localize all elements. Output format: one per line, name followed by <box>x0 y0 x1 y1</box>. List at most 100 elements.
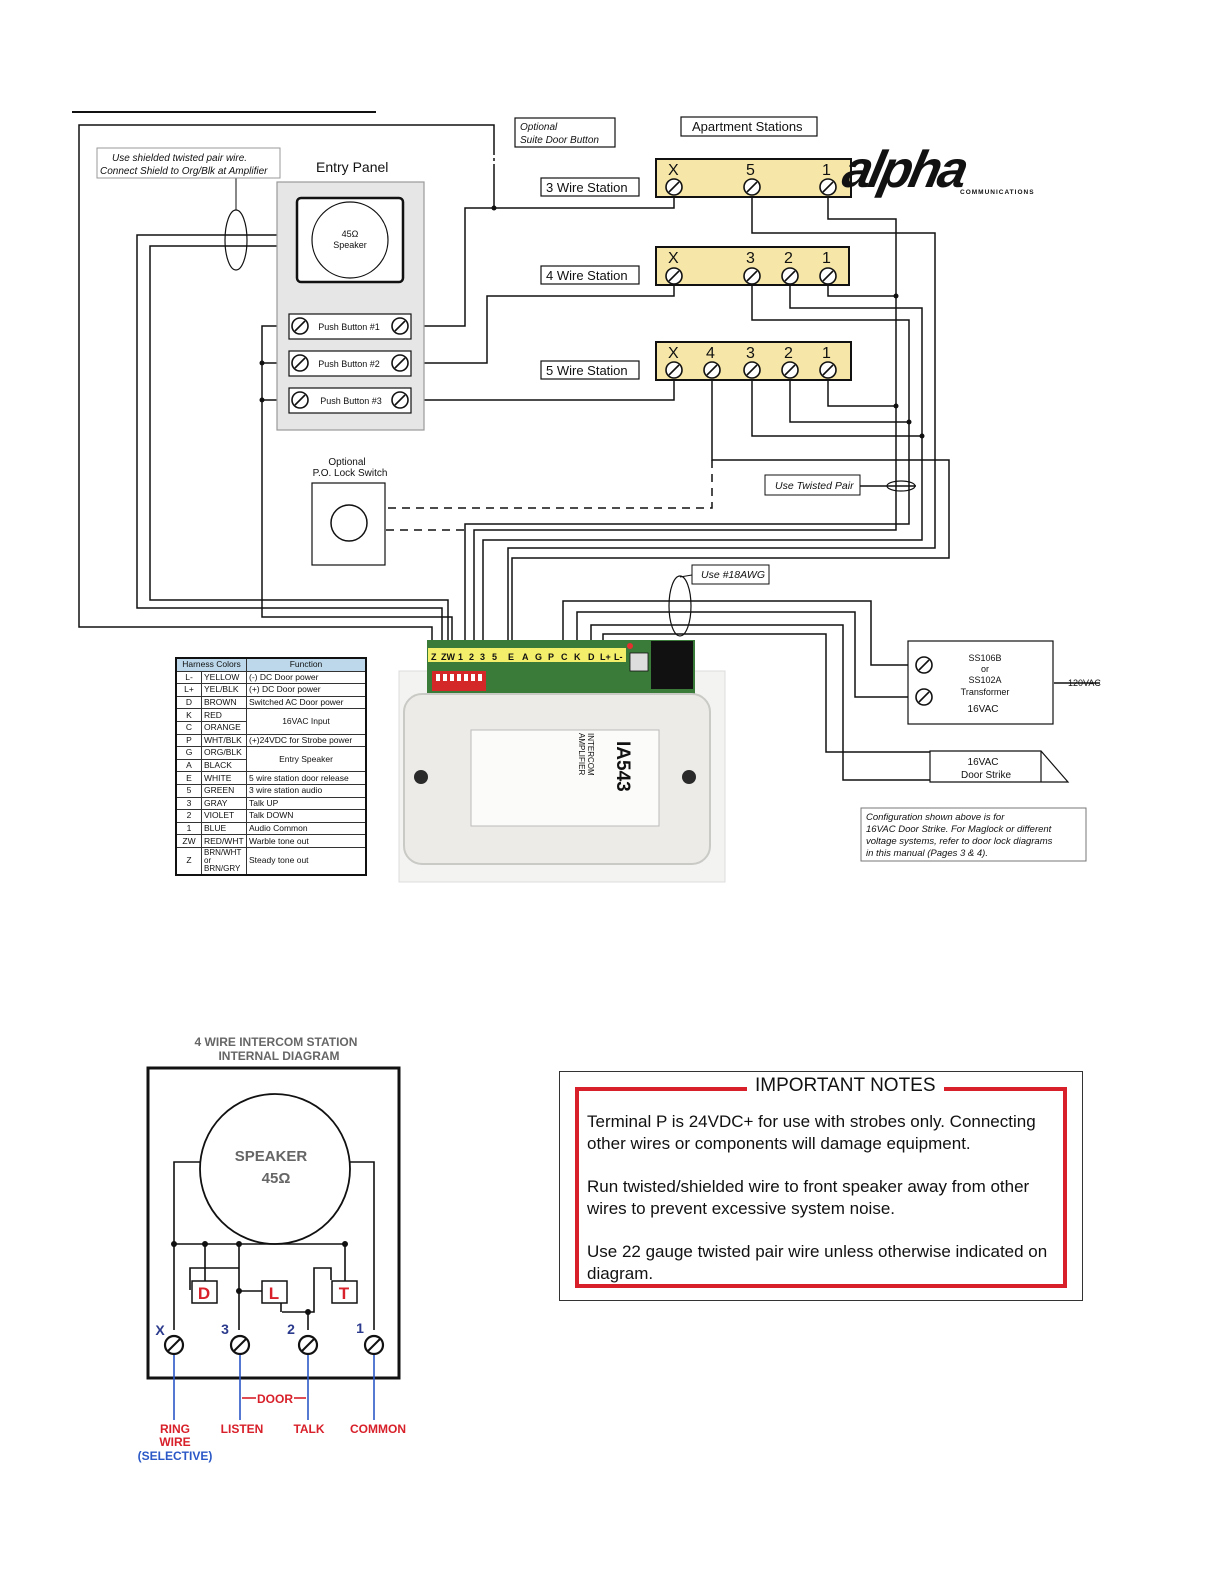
svg-text:120VAC: 120VAC <box>1068 678 1101 688</box>
svg-text:T: T <box>339 1284 350 1303</box>
function-cell: Audio Common <box>246 821 367 836</box>
svg-text:5 Wire Station: 5 Wire Station <box>546 363 628 378</box>
color-cell: WHT/BLK <box>201 733 247 748</box>
svg-text:Push Button #1: Push Button #1 <box>318 322 380 332</box>
svg-text:Optional: Optional <box>520 122 558 133</box>
svg-text:16VAC: 16VAC <box>968 704 999 715</box>
station-internal-diagram: 4 WIRE INTERCOM STATION INTERNAL DIAGRAM… <box>138 1035 406 1463</box>
svg-text:SS102A: SS102A <box>968 675 1001 685</box>
function-cell: Entry Speaker <box>246 746 367 773</box>
push-button-1 <box>288 313 412 340</box>
code-cell: D <box>175 695 202 710</box>
harness-colors-header: Harness Colors <box>175 657 247 672</box>
twisted-pair-marker <box>886 480 916 492</box>
function-cell: (-) DC Door power <box>246 670 367 685</box>
svg-text:X: X <box>668 250 679 267</box>
svg-text:Suite Door Button: Suite Door Button <box>520 135 599 146</box>
shield-bundle-marker <box>224 209 248 271</box>
svg-text:X: X <box>668 345 679 362</box>
svg-text:45Ω: 45Ω <box>262 1170 291 1187</box>
svg-text:Use Twisted Pair: Use Twisted Pair <box>775 480 854 492</box>
svg-text:TALK: TALK <box>293 1422 324 1436</box>
harness-header-row: Harness Colors Function <box>175 657 367 672</box>
apartment-stations-label: Apartment Stations <box>680 116 818 137</box>
svg-text:D: D <box>198 1284 210 1303</box>
svg-text:Speaker: Speaker <box>333 240 367 250</box>
color-cell: BRN/WHT or BRN/GRY <box>201 846 247 876</box>
function-header: Function <box>246 657 367 672</box>
svg-text:P.O. Lock Switch: P.O. Lock Switch <box>313 468 388 479</box>
svg-text:G: G <box>535 652 542 662</box>
svg-text:SPEAKER: SPEAKER <box>235 1148 308 1165</box>
awg18-leader <box>679 574 693 578</box>
svg-text:voltage systems, refer to door: voltage systems, refer to door lock diag… <box>866 836 1053 847</box>
entry-panel: Entry Panel 45Ω Speaker Push Button #1 P… <box>276 159 425 431</box>
svg-text:5: 5 <box>746 162 755 179</box>
color-cell: YEL/BLK <box>201 683 247 697</box>
svg-text:X: X <box>155 1322 165 1338</box>
svg-text:in this manual (Pages 3 & 4).: in this manual (Pages 3 & 4). <box>866 848 988 859</box>
svg-text:3 Wire Station: 3 Wire Station <box>546 180 628 195</box>
svg-text:COMMUNICATIONS: COMMUNICATIONS <box>960 189 1035 196</box>
table-row: L+YEL/BLK(+) DC Door power <box>175 683 367 697</box>
svg-text:45Ω: 45Ω <box>342 229 359 239</box>
svg-text:LISTEN: LISTEN <box>221 1422 264 1436</box>
awg18-bundle-marker <box>668 575 692 637</box>
table-row: L-YELLOW(-) DC Door power <box>175 670 367 685</box>
svg-text:DOOR: DOOR <box>257 1392 293 1406</box>
function-cell: 3 wire station audio <box>246 783 367 798</box>
configuration-note: Configuration shown above is for 16VAC D… <box>860 807 1087 862</box>
svg-text:1: 1 <box>458 652 463 662</box>
svg-text:RING: RING <box>160 1422 190 1436</box>
svg-text:2: 2 <box>287 1321 295 1337</box>
push-button-2 <box>288 350 412 377</box>
svg-text:X: X <box>668 162 679 179</box>
svg-text:3: 3 <box>746 250 755 267</box>
svg-text:Connect Shield to Org/Blk at A: Connect Shield to Org/Blk at Amplifier <box>100 166 268 177</box>
color-cell: BLACK <box>201 758 247 773</box>
optional-suite-button-label: Optional Suite Door Button <box>514 117 616 148</box>
twisted-pair-label: Use Twisted Pair <box>764 474 861 496</box>
function-cell: Warble tone out <box>246 834 367 848</box>
svg-text:1: 1 <box>822 162 831 179</box>
svg-text:WIRE: WIRE <box>159 1435 190 1449</box>
code-cell: P <box>175 733 202 748</box>
dashed-wires <box>386 152 713 531</box>
svg-text:Optional: Optional <box>328 457 365 468</box>
note-item: Use 22 gauge twisted pair wire unless ot… <box>587 1242 1048 1283</box>
svg-text:INTERCOM: INTERCOM <box>586 733 595 776</box>
svg-text:4 WIRE INTERCOM STATION: 4 WIRE INTERCOM STATION <box>195 1035 358 1049</box>
code-cell: C <box>175 720 202 735</box>
color-cell: GREEN <box>201 783 247 798</box>
color-cell: GRAY <box>201 796 247 811</box>
harness-color-table: Harness Colors Function L-YELLOW(-) DC D… <box>175 657 367 876</box>
code-cell: L+ <box>175 683 202 697</box>
terminal-strip-labels: Z ZW 1 2 3 5 E A G P C K D L+ L- <box>431 652 623 662</box>
code-cell: E <box>175 771 202 785</box>
station-3wire: 3 Wire Station X 5 1 <box>540 158 852 198</box>
svg-text:Z: Z <box>431 652 437 662</box>
code-cell: 1 <box>175 821 202 836</box>
amplifier: Z ZW 1 2 3 5 E A G P C K D L+ L- <box>398 640 726 883</box>
function-cell: (+) DC Door power <box>246 683 367 697</box>
note-item: Run twisted/shielded wire to front speak… <box>587 1177 1030 1218</box>
color-cell: WHITE <box>201 771 247 785</box>
important-notes-title: IMPORTANT NOTES <box>747 1075 944 1097</box>
svg-text:Use #18AWG: Use #18AWG <box>701 569 765 581</box>
function-cell: Switched AC Door power <box>246 695 367 710</box>
svg-text:16VAC: 16VAC <box>968 757 999 768</box>
svg-text:C: C <box>561 652 568 662</box>
svg-text:L: L <box>269 1284 279 1303</box>
svg-text:1: 1 <box>822 345 831 362</box>
svg-text:L-: L- <box>614 652 623 662</box>
note-item: Terminal P is 24VDC+ for use with strobe… <box>587 1112 1036 1153</box>
alpha-logo: alpha COMMUNICATIONS <box>838 141 1035 199</box>
